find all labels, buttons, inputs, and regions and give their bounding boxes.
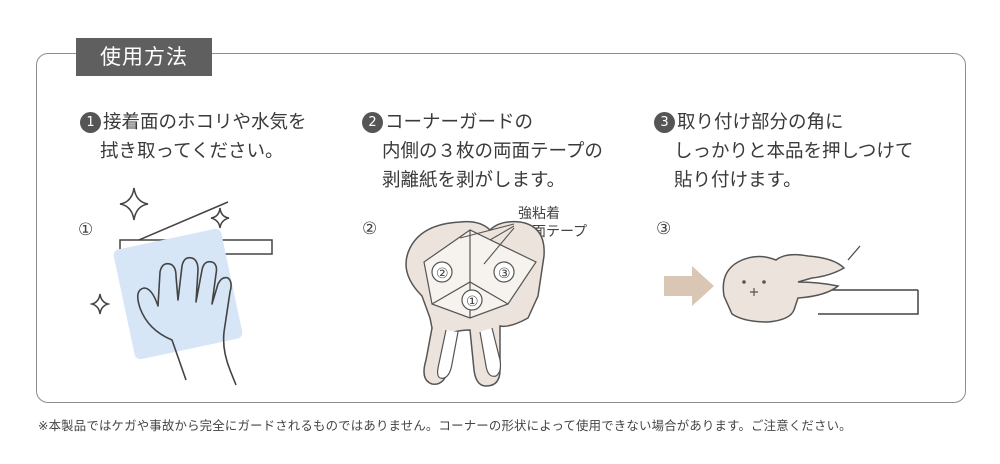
- step-1-line-1: 接着面のホコリや水気を: [103, 112, 307, 133]
- tape-label-3: ③: [498, 266, 511, 282]
- step-3-marker: 3: [654, 112, 675, 133]
- figure-label-2: ②: [362, 219, 377, 239]
- sparkle-icon: [210, 207, 230, 229]
- figure-label-1: ①: [78, 220, 93, 240]
- step-2-line-2: 内側の３枚の両面テープの: [382, 141, 603, 162]
- sparkle-icon: [89, 293, 111, 315]
- sparkle-icon: [119, 187, 149, 221]
- tape-label-2: ②: [436, 266, 449, 282]
- push-arrow-icon: [664, 266, 714, 306]
- figure-label-3: ③: [656, 219, 671, 239]
- instructions-frame: [36, 53, 966, 403]
- footnote: ※本製品ではケガや事故から完全にガードされるものではありません。コーナーの形状に…: [38, 418, 852, 433]
- step-1-line-2: 拭き取ってください。: [100, 141, 284, 162]
- step-2-line-3: 剥離紙を剥がします。: [382, 170, 566, 191]
- step-3-line-1: 取り付け部分の角に: [677, 112, 844, 133]
- rabbit-guard-icon: [722, 253, 846, 323]
- hand-icon: [136, 256, 237, 386]
- step-3-line-2: しっかりと本品を押しつけて: [674, 141, 914, 162]
- step-2-illustration: ② 強粘着 両面テープ ② ③ ①: [362, 206, 587, 387]
- step-1-marker: 1: [80, 112, 101, 133]
- step-3-illustration: ③: [656, 219, 919, 323]
- step-3-line-3: 貼り付けます。: [674, 170, 802, 191]
- step-2-marker: 2: [362, 112, 383, 133]
- callout-label-line-1: 強粘着: [518, 206, 560, 222]
- tape-label-1: ①: [466, 294, 479, 310]
- step-2-line-1: コーナーガードの: [385, 112, 534, 133]
- section-title: 使用方法: [76, 38, 212, 76]
- step-1-illustration: ①: [78, 187, 273, 386]
